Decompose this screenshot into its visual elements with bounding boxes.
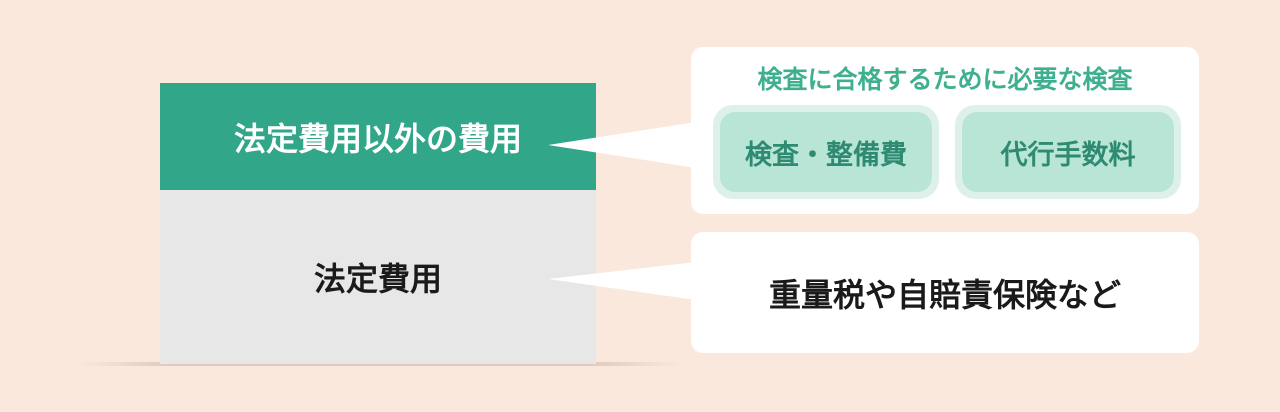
bottom-callout-panel: 重量税や自賠責保険など bbox=[691, 232, 1199, 353]
non-statutory-cost-block: 法定費用以外の費用 bbox=[160, 83, 596, 190]
inspection-maintenance-chip: 検査・整備費 bbox=[713, 105, 939, 199]
non-statutory-cost-label: 法定費用以外の費用 bbox=[233, 119, 522, 158]
statutory-cost-block: 法定費用 bbox=[160, 190, 596, 364]
bottom-callout-pointer bbox=[548, 262, 696, 300]
top-callout-title: 検査に合格するために必要な検査 bbox=[757, 65, 1133, 94]
bottom-callout-text: 重量税や自賠責保険など bbox=[768, 275, 1121, 314]
statutory-cost-label: 法定費用 bbox=[313, 260, 442, 298]
agency-fee-chip: 代行手数料 bbox=[955, 105, 1181, 199]
baseline-shadow bbox=[80, 362, 680, 366]
agency-fee-label: 代行手数料 bbox=[962, 112, 1174, 192]
top-callout-pointer bbox=[548, 122, 696, 168]
top-callout-panel: 検査に合格するために必要な検査 検査・整備費 代行手数料 bbox=[691, 47, 1199, 214]
inspection-maintenance-label: 検査・整備費 bbox=[720, 112, 932, 192]
